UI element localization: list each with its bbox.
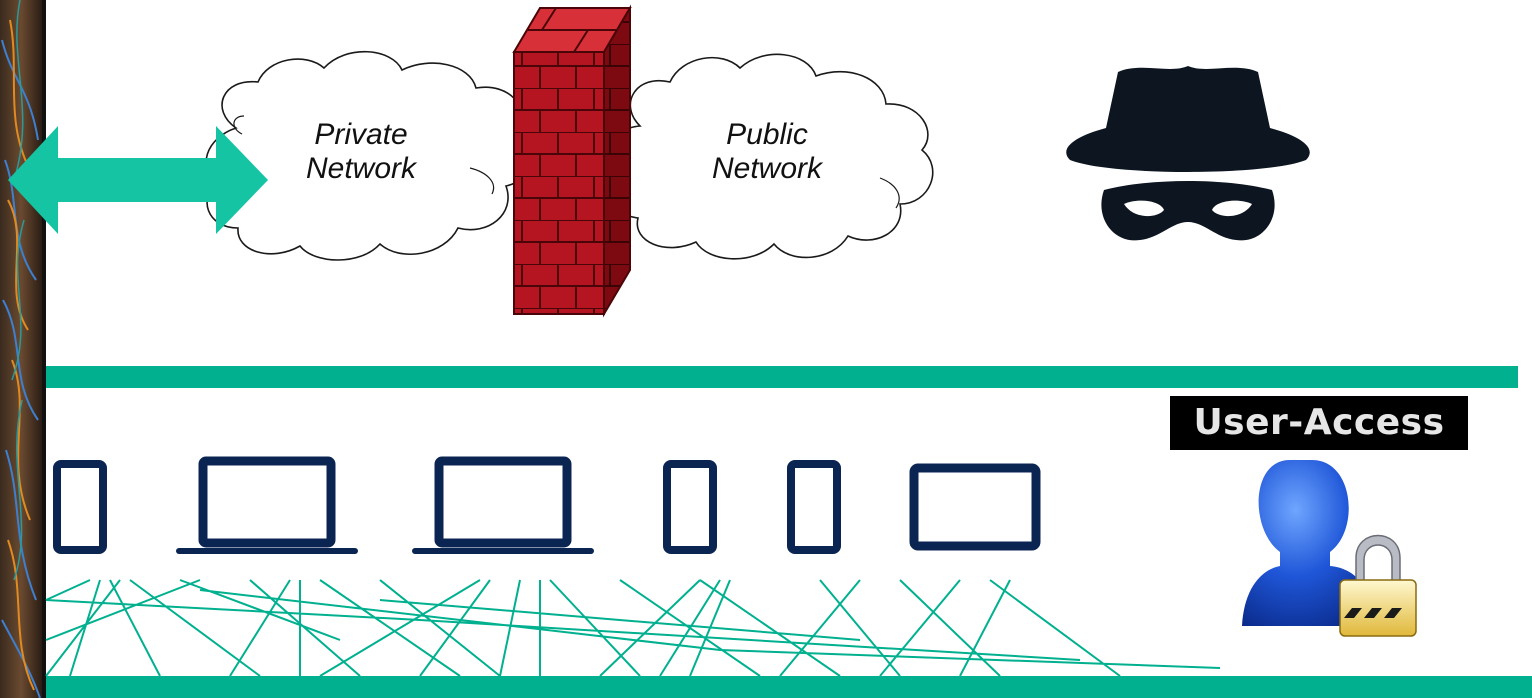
separator-line-top <box>46 366 1518 388</box>
firewall-icon <box>512 4 632 318</box>
public-network-line2: Network <box>711 152 823 185</box>
phone-icon <box>53 460 107 554</box>
tablet-icon <box>909 463 1041 551</box>
private-network-line1: Private <box>314 118 408 151</box>
phone-icon <box>663 460 717 554</box>
user-lock-icon <box>1242 460 1417 637</box>
separator-line-bottom <box>46 676 1532 698</box>
devices-row <box>53 456 1041 554</box>
phone-icon <box>787 460 841 554</box>
hacker-icon <box>1066 66 1310 241</box>
server-rack-photo <box>0 0 46 698</box>
user-access-label: User-Access <box>1170 396 1468 450</box>
private-network-label: Private Network <box>286 118 436 186</box>
public-network-cloud <box>608 53 934 260</box>
private-network-cloud <box>205 50 533 261</box>
laptop-icon <box>412 456 594 554</box>
network-mesh <box>45 579 1221 677</box>
public-network-label: Public Network <box>692 118 842 186</box>
double-arrow-icon <box>8 126 268 234</box>
laptop-icon <box>176 456 358 554</box>
private-network-line2: Network <box>305 152 417 185</box>
public-network-line1: Public <box>726 118 808 151</box>
